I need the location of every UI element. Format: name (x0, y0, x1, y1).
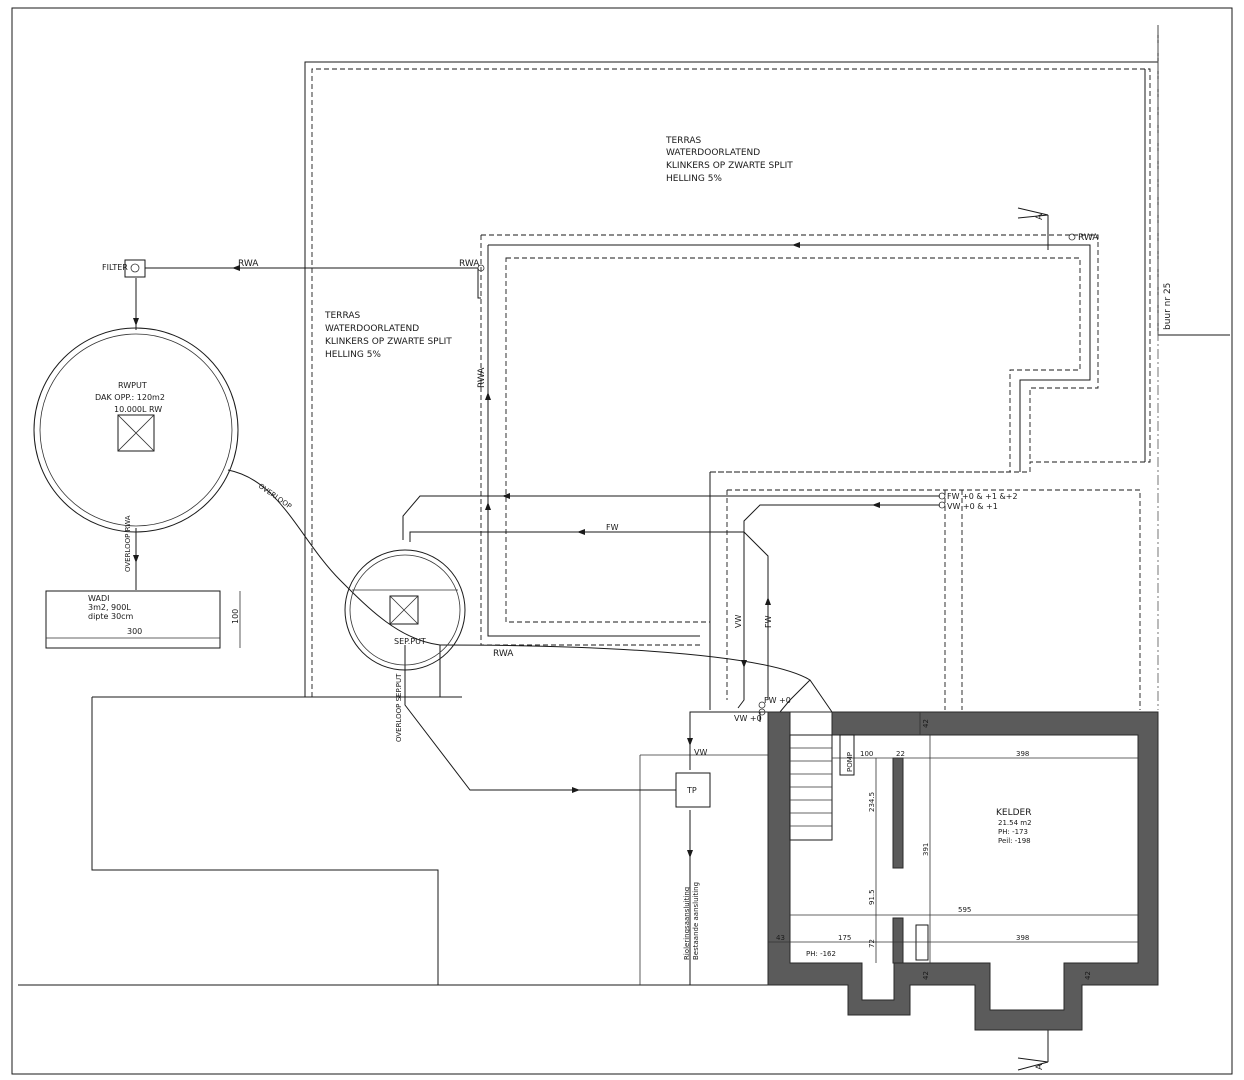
vw-label-lower: VW (694, 748, 707, 757)
terras-top-label: TERRAS WATERDOORLATEND KLINKERS OP ZWART… (665, 136, 793, 184)
dim-175: 175 (838, 934, 851, 942)
dim-43: 43 (776, 934, 785, 942)
tp-label: TP (686, 786, 697, 795)
vw-supply-label: VW +0 & +1 (947, 502, 998, 511)
terras-left-line-2: WATERDOORLATEND (325, 324, 419, 334)
basement-walls (767, 711, 1159, 1031)
dim-595: 595 (958, 906, 971, 914)
rwa-label-2: RWA (459, 259, 480, 269)
dim-391: 391 (922, 843, 930, 856)
terras-top-line-4: HELLING 5% (666, 174, 722, 184)
overloop-diagonal-label: OVERLOOP (257, 482, 293, 511)
dim-42-top: 42 (922, 719, 930, 728)
wadi-width-dim: 300 (127, 627, 142, 636)
septic-tank (344, 549, 466, 671)
vw0-label: VW +0 (734, 714, 762, 723)
terras-top-line-1: TERRAS (665, 136, 701, 146)
wadi-line-3: dipte 30cm (88, 612, 134, 621)
rainwater-tank (33, 327, 239, 533)
overloop-rwa-label: OVERLOOP RWA (124, 515, 132, 572)
drawing-frame (11, 7, 1233, 1075)
basement-dimension-lines (768, 712, 1138, 963)
ground-lines (18, 696, 770, 986)
vw-vertical-label: VW (734, 615, 743, 628)
house-outline (480, 234, 1141, 710)
dim-42-bottom-right: 42 (1084, 971, 1092, 980)
dim-22: 22 (896, 750, 905, 758)
wadi-line-2: 3m2, 900L (88, 603, 131, 612)
rwput-line-1: RWPUT (118, 381, 147, 390)
kelder-line-3: PH: -173 (998, 828, 1028, 836)
dim-91-5: 91.5 (868, 889, 876, 905)
dim-398-top: 398 (1016, 750, 1029, 758)
rwa-label-vertical: RWA (477, 367, 487, 388)
fw0-label: FW +0 (764, 696, 791, 705)
sep-put-label: SEP.PUT (394, 637, 426, 646)
tp-unit (675, 772, 711, 808)
pipe-arrows (133, 242, 880, 858)
filter-unit (124, 259, 146, 278)
rwput-line-3: 10.000L RW (114, 405, 162, 414)
basement-stairs (789, 734, 855, 841)
filter-label: FILTER (102, 263, 128, 272)
dim-100: 100 (860, 750, 873, 758)
terras-left-line-1: TERRAS (324, 311, 360, 321)
fw-vertical-label: FW (764, 615, 773, 628)
wadi (45, 590, 241, 649)
ph-162-label: PH: -162 (806, 950, 836, 958)
riolering-line-2: Bestaande aansluiting (692, 882, 700, 960)
overloop-sep-put-label: OVERLOOP SEP.PUT (395, 673, 403, 742)
fw-label: FW (606, 523, 619, 532)
kelder-line-4: Peil: -198 (998, 837, 1031, 845)
dim-398-bottom: 398 (1016, 934, 1029, 942)
terras-top-line-2: WATERDOORLATEND (666, 148, 760, 158)
kelder-label: KELDER 21.54 m2 PH: -173 Peil: -198 (996, 808, 1032, 845)
kelder-line-2: 21.54 m2 (998, 819, 1032, 827)
dim-72: 72 (868, 939, 876, 948)
rwa-label-1: RWA (238, 259, 259, 269)
fw-supply-label: FW +0 & +1 &+2 (947, 492, 1018, 501)
terras-top-line-3: KLINKERS OP ZWARTE SPLIT (666, 161, 793, 171)
section-a-bottom: A (1035, 1063, 1045, 1070)
property-boundary (304, 25, 1230, 710)
dim-42-bottom-left: 42 (922, 971, 930, 980)
rwa-label-3: RWA (1078, 233, 1099, 243)
terras-left-line-4: HELLING 5% (325, 350, 381, 360)
wadi-line-1: WADI (88, 594, 109, 603)
terras-left-line-3: KLINKERS OP ZWARTE SPLIT (325, 337, 452, 347)
riolering-line-1: Rioleringsaansluiting (683, 887, 691, 960)
buur-label: buur nr 25 (1163, 283, 1173, 330)
rwput-line-2: DAK OPP.: 120m2 (95, 393, 165, 402)
terras-left-label: TERRAS WATERDOORLATEND KLINKERS OP ZWART… (324, 311, 452, 360)
dim-234-5: 234.5 (868, 792, 876, 812)
kelder-line-1: KELDER (996, 808, 1031, 818)
section-a-top: A (1035, 213, 1045, 220)
rwa-label-4: RWA (493, 649, 514, 659)
wadi-height-dim: 100 (231, 609, 240, 624)
pomp-label: POMP (846, 752, 854, 772)
